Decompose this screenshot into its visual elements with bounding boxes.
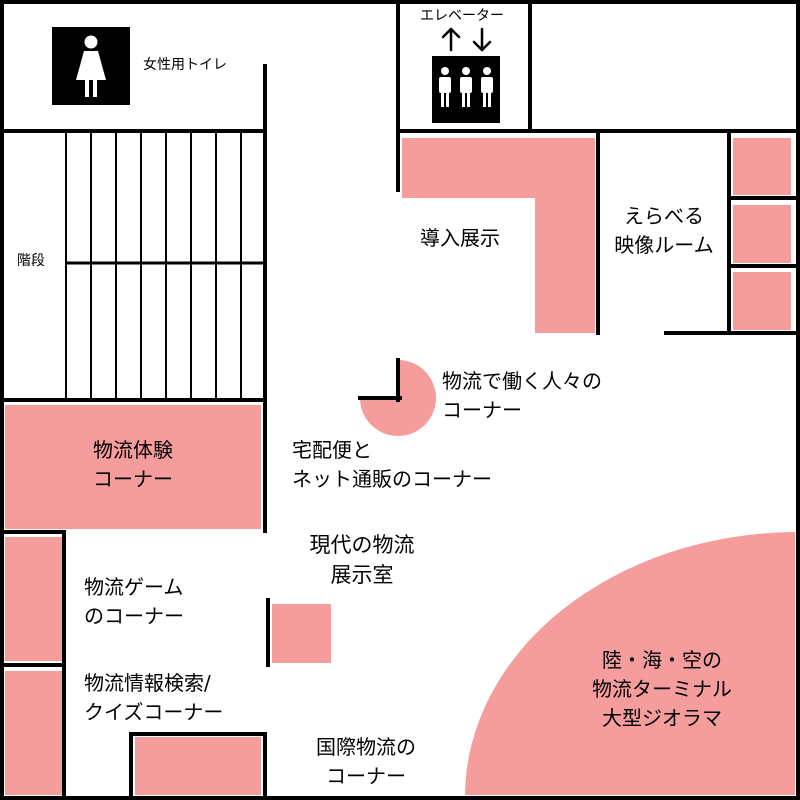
intro-exhibit-label: 導入展示 xyxy=(420,226,500,250)
female-restroom-icon xyxy=(52,27,130,105)
experience-corner-area[interactable] xyxy=(5,405,261,529)
delivery-online-label: 宅配便と ネット通販のコーナー xyxy=(292,438,492,491)
international-label: 国際物流の コーナー xyxy=(316,735,416,788)
stairs-label: 階段 xyxy=(17,253,45,269)
diorama-label: 陸・海・空の 物流ターミナル 大型ジオラマ xyxy=(592,648,732,730)
stairs xyxy=(65,133,265,400)
modern-hall-label: 現代の物流 展示室 xyxy=(309,533,415,588)
elevator-label: エレベーター xyxy=(420,8,504,24)
womens-restroom-label: 女性用トイレ xyxy=(143,57,227,73)
intro-exhibit-area[interactable] xyxy=(402,138,595,333)
diorama-area[interactable] xyxy=(465,532,795,795)
theater-exhibit-box-2 xyxy=(733,205,791,263)
search-quiz-exhibit xyxy=(5,671,62,795)
theater-exhibit-box-3 xyxy=(733,272,791,330)
logistics-workers-label: 物流で働く人々の コーナー xyxy=(442,369,602,422)
modern-hall-exhibit xyxy=(272,604,331,663)
game-corner-exhibit xyxy=(5,537,62,661)
international-exhibit xyxy=(135,737,261,795)
game-corner-label: 物流ゲーム のコーナー xyxy=(84,575,184,628)
theater-exhibit-box-1 xyxy=(733,138,791,195)
theater-label: えらべる 映像ルーム xyxy=(614,204,714,257)
exhibit-areas xyxy=(5,138,795,795)
experience-corner-label: 物流体験 コーナー xyxy=(93,438,173,491)
search-quiz-label: 物流情報検索/ クイズコーナー xyxy=(84,671,224,724)
elevator-icon xyxy=(432,27,500,123)
